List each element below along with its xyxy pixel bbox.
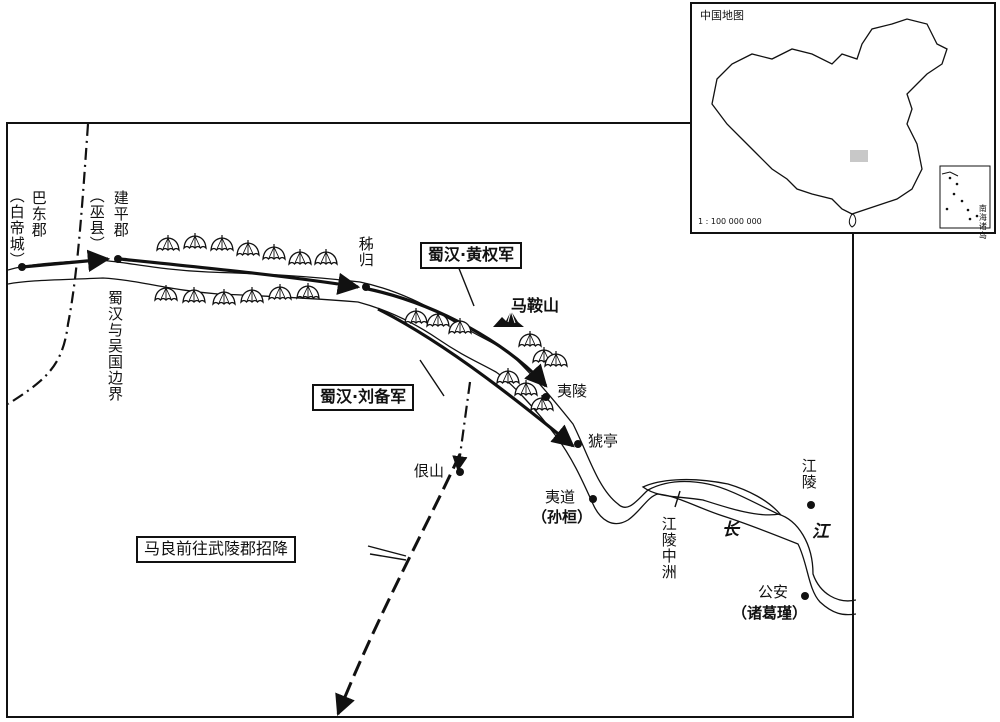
dot-jianping	[114, 255, 122, 263]
army-box-huangquan: 蜀汉·黄权军	[420, 242, 523, 269]
inset-title: 中国地图	[700, 9, 744, 22]
label-yidao-sub: （孙桓）	[532, 508, 593, 526]
inset-scale: 1 : 100 000 000	[698, 217, 762, 226]
dot-yiling	[542, 393, 550, 401]
dot-xiaoting	[574, 440, 582, 448]
label-jianping: 建平郡	[111, 190, 130, 238]
dot-jiangling	[807, 501, 815, 509]
label-river-2: 江	[812, 522, 829, 542]
label-jiangling: 江陵	[799, 458, 818, 490]
label-zigui: 秭归	[356, 236, 375, 268]
label-badong: 巴东郡	[29, 190, 48, 238]
label-gongan-sub: （诸葛瑾）	[732, 604, 808, 622]
dot-zigui	[362, 283, 370, 291]
dot-gongan	[801, 592, 809, 600]
inset-south-sea-label: 南海诸岛	[978, 204, 988, 240]
dot-genshan	[456, 468, 464, 476]
label-yidao: 夷道	[545, 488, 576, 506]
maliang-route	[335, 453, 462, 716]
south-sea-box	[939, 165, 991, 229]
army-box-liubei: 蜀汉·刘备军	[312, 384, 415, 411]
border-line	[8, 124, 90, 405]
label-maanshan: 马鞍山	[511, 296, 560, 315]
label-jianping-sub: （巫县）	[87, 188, 106, 252]
label-border: 蜀汉与吴国边界	[106, 290, 124, 402]
city-dots	[18, 255, 815, 600]
area-marker	[850, 150, 868, 162]
label-yiling: 夷陵	[557, 382, 588, 400]
label-river-1: 长	[722, 520, 739, 540]
army-box-maliang: 马良前往武陵郡招降	[136, 536, 297, 563]
inset-map: 中国地图 1 : 100 000 000 南海诸岛	[690, 2, 996, 240]
label-badong-sub: （白帝城）	[7, 188, 26, 268]
dot-badong	[18, 263, 26, 271]
label-gongan: 公安	[758, 583, 789, 601]
inset-canvas	[711, 18, 991, 229]
south-sea-islands	[945, 176, 979, 221]
label-zhongzhou: 江陵中洲	[659, 516, 678, 580]
china-outline	[711, 18, 948, 215]
dot-yidao	[589, 495, 597, 503]
arrow-jianping-to-zigui	[119, 257, 361, 295]
genshan-arrow	[452, 381, 472, 472]
label-xiaoting: 猇亭	[588, 432, 619, 450]
arrow-badong-to-jianping	[21, 249, 111, 273]
label-genshan: 佷山	[414, 462, 445, 480]
mountain-icon	[493, 310, 524, 327]
